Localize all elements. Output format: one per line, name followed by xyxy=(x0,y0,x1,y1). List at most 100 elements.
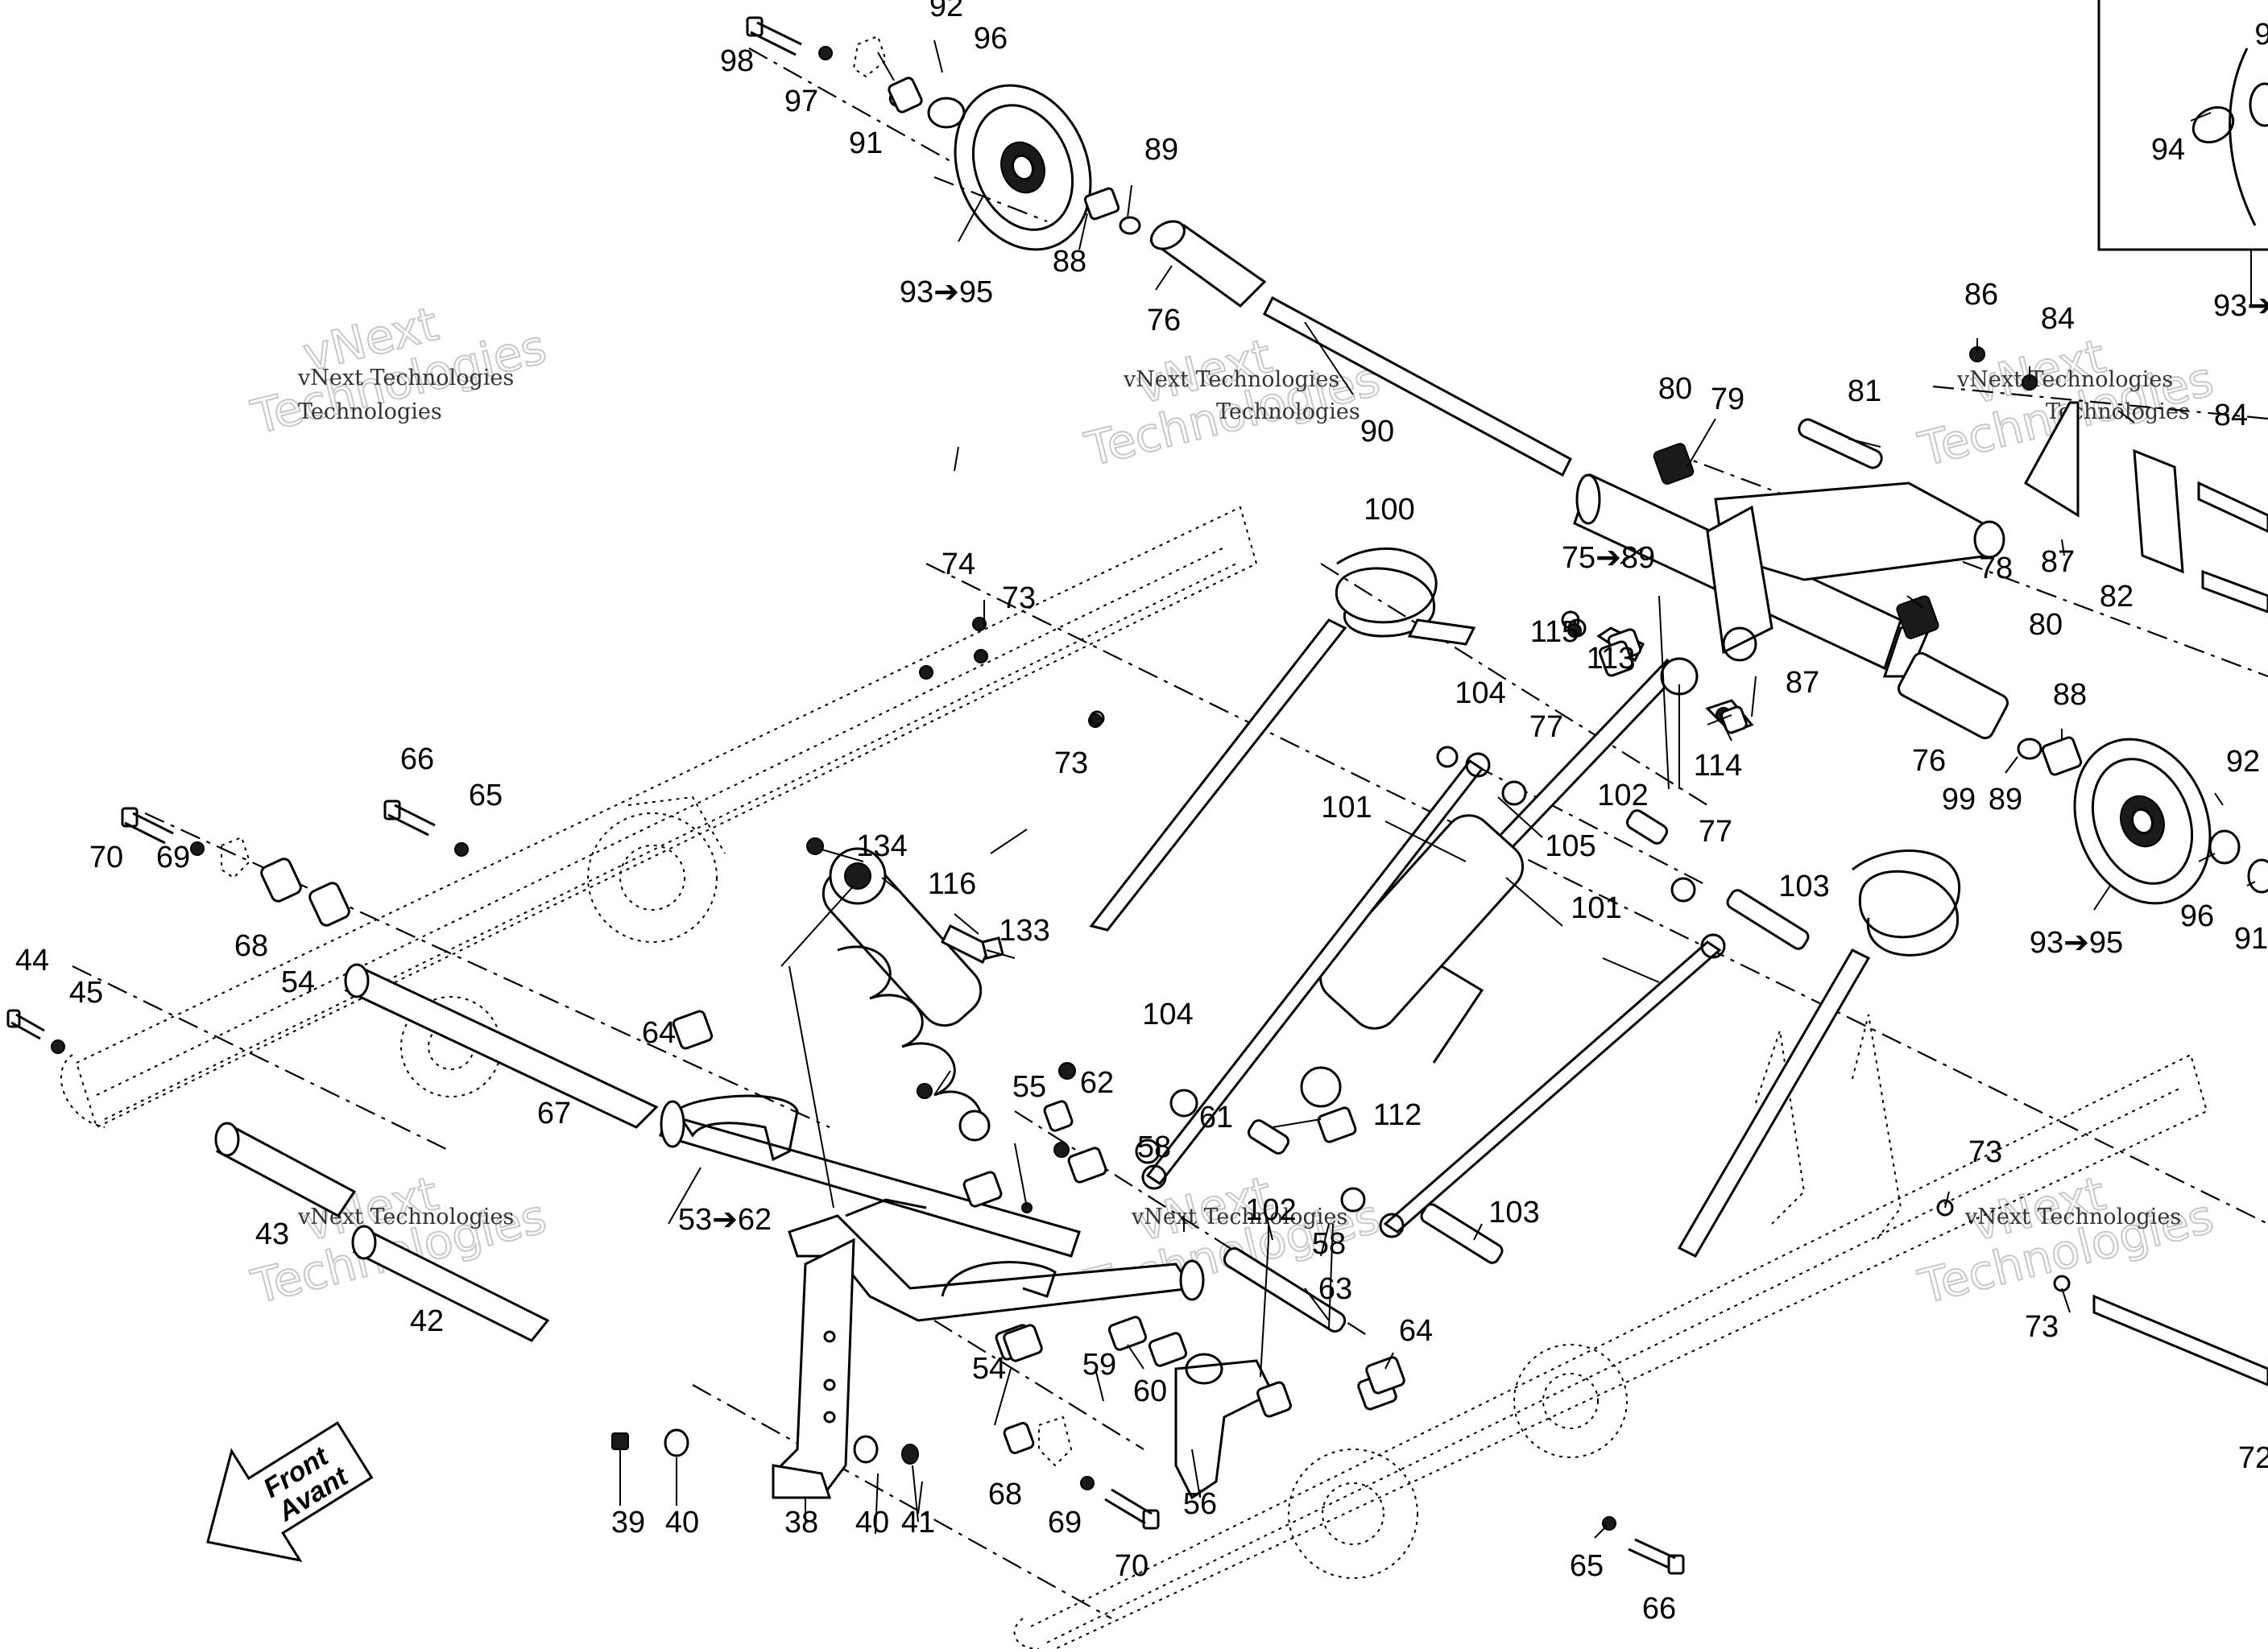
center-lines xyxy=(72,48,2268,1619)
callout-76-right: 76 xyxy=(1912,744,1946,778)
callout-93-95-top: 93➔95 xyxy=(900,275,993,309)
callout-133: 133 xyxy=(999,914,1049,948)
callout-87-b: 87 xyxy=(1786,666,1819,700)
callout-112: 112 xyxy=(1373,1098,1422,1132)
watermarks: vNext Technologies vNext Technologies Te… xyxy=(246,295,2220,1316)
top-idler-wheel-group xyxy=(746,16,1267,308)
callout-116: 116 xyxy=(928,867,977,901)
callout-92-right: 92 xyxy=(2226,745,2260,779)
callout-101-a: 101 xyxy=(1321,791,1372,824)
callout-90: 90 xyxy=(1360,415,1394,448)
callout-113: 113 xyxy=(1587,642,1636,676)
watermark-small: vNext Technologies xyxy=(1131,1205,1347,1230)
front-direction-arrow: Front Avant xyxy=(206,1421,374,1562)
right-idler-wheel-group xyxy=(1898,651,2268,905)
callout-105: 105 xyxy=(1545,829,1595,863)
callout-73-a: 73 xyxy=(1002,581,1036,615)
callout-40-a: 40 xyxy=(665,1506,699,1539)
callout-59: 59 xyxy=(1082,1348,1116,1382)
watermark-small-2: Technologies xyxy=(298,399,442,424)
callout-98: 98 xyxy=(720,44,754,78)
callout-100: 100 xyxy=(1364,493,1414,527)
callout-89-right: 89 xyxy=(1989,783,2022,816)
callout-96-top: 96 xyxy=(974,22,1008,56)
callout-97: 97 xyxy=(784,85,818,118)
callout-60: 60 xyxy=(1133,1374,1167,1408)
torsion-springs xyxy=(1089,547,1960,1258)
callout-54-b: 54 xyxy=(972,1352,1006,1386)
callout-68-a: 68 xyxy=(234,929,268,963)
callout-42: 42 xyxy=(410,1304,444,1338)
callout-63: 63 xyxy=(1318,1272,1352,1306)
callout-87-a: 87 xyxy=(2041,545,2075,579)
callout-93-inset: 93➔ xyxy=(2213,289,2268,323)
watermark-small: vNext Technologies xyxy=(297,366,514,391)
callout-69-b: 69 xyxy=(1048,1506,1082,1539)
callout-103-b: 103 xyxy=(1488,1196,1539,1230)
callout-73-c: 73 xyxy=(1968,1135,2002,1169)
callout-75-89: 75➔89 xyxy=(1562,541,1655,575)
inset-box xyxy=(2097,0,2268,306)
callout-76-top: 76 xyxy=(1147,304,1181,337)
callout-77-a: 77 xyxy=(1529,710,1563,744)
right-slide-rail xyxy=(1013,1014,2208,1649)
callout-61: 61 xyxy=(1199,1101,1233,1134)
callout-69-a: 69 xyxy=(156,841,190,874)
callout-66-a: 66 xyxy=(400,742,434,776)
link-rods-101 xyxy=(1135,610,1810,1264)
callout-67: 67 xyxy=(537,1097,571,1130)
callout-134: 134 xyxy=(856,829,907,863)
cross-shaft-90 xyxy=(1263,295,2268,678)
rear-shock-116 xyxy=(806,837,1004,1142)
callout-102-b: 102 xyxy=(1245,1193,1296,1227)
callout-64-b: 64 xyxy=(1399,1314,1433,1348)
callout-55: 55 xyxy=(1012,1070,1046,1104)
callout-44: 44 xyxy=(15,944,49,977)
callout-70-b: 70 xyxy=(1115,1549,1148,1583)
callout-80-b: 80 xyxy=(2029,608,2063,642)
callout-91-top: 91 xyxy=(849,126,883,160)
callout-96-right: 96 xyxy=(2180,899,2214,933)
callout-58-b: 58 xyxy=(1312,1227,1346,1261)
left-hardware xyxy=(6,623,1582,1395)
callout-74: 74 xyxy=(942,548,975,581)
callout-54-a: 54 xyxy=(281,965,315,999)
callout-92-top: 92 xyxy=(929,0,963,23)
bottom-hardware xyxy=(611,617,2268,1575)
watermark-small-2: Technologies xyxy=(1216,399,1360,424)
callout-94: 94 xyxy=(2151,133,2185,167)
callout-40-b: 40 xyxy=(855,1506,889,1539)
callout-68-b: 68 xyxy=(988,1477,1022,1511)
callout-73-b: 73 xyxy=(1054,746,1088,780)
watermark-small: vNext Technologies xyxy=(1123,367,1339,392)
callout-84-a: 84 xyxy=(2041,302,2075,336)
callout-114: 114 xyxy=(1694,749,1743,783)
callout-88-right: 88 xyxy=(2053,678,2087,712)
callout-72: 72 xyxy=(2238,1441,2268,1475)
callout-79: 79 xyxy=(1711,382,1744,416)
callout-88-top: 88 xyxy=(1053,245,1086,279)
callout-64-a: 64 xyxy=(642,1016,676,1050)
callout-45: 45 xyxy=(69,976,103,1010)
callout-104-b: 104 xyxy=(1142,998,1193,1031)
callout-39: 39 xyxy=(611,1506,645,1539)
callout-78: 78 xyxy=(1979,552,2013,585)
callout-104-a: 104 xyxy=(1455,676,1505,710)
callout-66-b: 66 xyxy=(1642,1592,1676,1626)
callout-103-a: 103 xyxy=(1778,870,1829,903)
watermark-small: vNext Technologies xyxy=(1956,367,2173,392)
callout-102-a: 102 xyxy=(1597,779,1648,812)
watermark-small: vNext Technologies xyxy=(1964,1205,2181,1230)
callout-38: 38 xyxy=(784,1506,818,1539)
callout-91-right: 91 xyxy=(2234,922,2268,956)
callout-43: 43 xyxy=(255,1217,289,1251)
callout-62: 62 xyxy=(1080,1066,1114,1100)
callout-65-b: 65 xyxy=(1570,1549,1604,1583)
callout-41: 41 xyxy=(901,1506,935,1539)
callout-77-b: 77 xyxy=(1699,815,1732,849)
callout-73-d: 73 xyxy=(2025,1310,2059,1344)
callout-9-inset: 9 xyxy=(2254,18,2268,52)
callout-82: 82 xyxy=(2100,580,2133,614)
